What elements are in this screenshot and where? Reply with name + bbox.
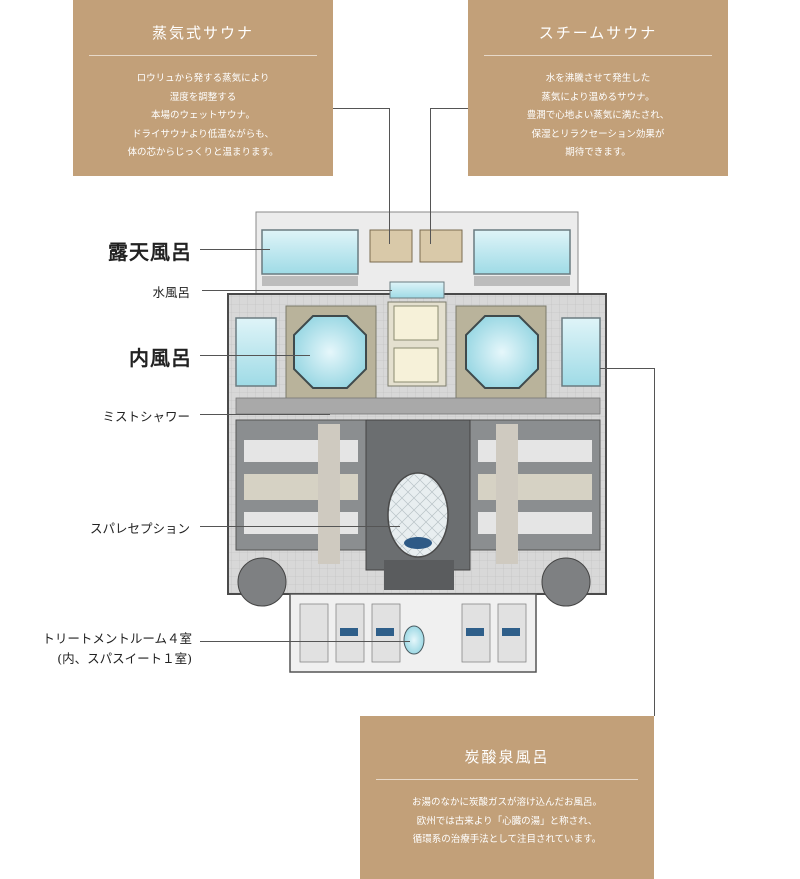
outdoor-bath-right	[473, 229, 571, 275]
card-line: 水を沸騰させて発生した	[545, 73, 651, 84]
label-indoor-bath: 内風呂	[129, 346, 192, 370]
card-line: ロウリュから発する蒸気により	[136, 73, 270, 84]
card-line: 蒸気により温めるサウナ。	[541, 91, 655, 103]
label-mist-shower: ミストシャワー	[102, 409, 190, 424]
leader-indoor	[200, 355, 310, 356]
card-carbonated-bath: 炭酸泉風呂 お湯のなかに炭酸ガスが溶け込んだお風呂。 欧州では古来より「心臓の湯…	[360, 716, 654, 879]
card-line: 欧州では古来より「心臓の湯」と称され、	[416, 815, 598, 827]
leader-carbonated	[600, 368, 655, 369]
divider	[89, 55, 317, 56]
sauna-steam	[419, 229, 463, 263]
divider	[376, 779, 638, 780]
leader-mist	[200, 414, 330, 415]
card-line: お湯のなかに炭酸ガスが溶け込んだお風呂。	[411, 797, 602, 808]
card-title: 蒸気式サウナ	[151, 24, 254, 42]
card-title: 炭酸泉風呂	[464, 748, 550, 766]
card-line: ドライサウナより低温ながらも、	[131, 128, 275, 140]
sauna-wet	[369, 229, 413, 263]
leader-reception	[200, 526, 400, 527]
label-cold-bath: 水風呂	[152, 285, 190, 300]
mist-shower-area	[235, 397, 601, 415]
leader-cold	[202, 290, 392, 291]
indoor-bath-left	[293, 315, 367, 389]
indoor-bath-right	[465, 315, 539, 389]
card-body: お湯のなかに炭酸ガスが溶け込んだお風呂。 欧州では古来より「心臓の湯」と称され、…	[360, 794, 654, 850]
card-line: 本場のウェットサウナ。	[150, 110, 256, 121]
card-line: 期待できます。	[565, 147, 631, 158]
card-line: 豊潤で心地よい蒸気に満たされ、	[526, 110, 670, 121]
outdoor-bath-left	[261, 229, 359, 275]
leader-outdoor	[200, 249, 270, 250]
card-title: スチームサウナ	[538, 24, 658, 42]
leader-treatment	[200, 641, 410, 642]
label-treatment-rooms: トリートメントルーム４室	[42, 631, 192, 646]
card-body: 水を沸騰させて発生した 蒸気により温めるサウナ。 豊潤で心地よい蒸気に満たされ、…	[468, 70, 728, 163]
card-line: 保湿とリラクセーション効果が	[531, 128, 665, 140]
card-line: 湿度を調整する	[169, 91, 237, 103]
card-wet-sauna: 蒸気式サウナ ロウリュから発する蒸気により 湿度を調整する 本場のウェットサウナ…	[73, 0, 333, 176]
card-steam-sauna: スチームサウナ 水を沸騰させて発生した 蒸気により温めるサウナ。 豊潤で心地よい…	[468, 0, 728, 176]
card-body: ロウリュから発する蒸気により 湿度を調整する 本場のウェットサウナ。 ドライサウ…	[73, 70, 333, 163]
card-line: 循環系の治療手法として注目されています。	[412, 834, 602, 845]
divider	[484, 55, 712, 56]
spa-reception-area	[387, 472, 449, 558]
label-outdoor-bath: 露天風呂	[108, 240, 192, 264]
label-treatment-note: (内、スパスイート１室)	[57, 651, 192, 666]
cold-bath	[389, 281, 445, 299]
card-line: 体の芯からじっくりと温まります。	[127, 147, 279, 158]
leader-steam-sauna	[430, 108, 468, 109]
label-spa-reception: スパレセプション	[89, 521, 190, 536]
